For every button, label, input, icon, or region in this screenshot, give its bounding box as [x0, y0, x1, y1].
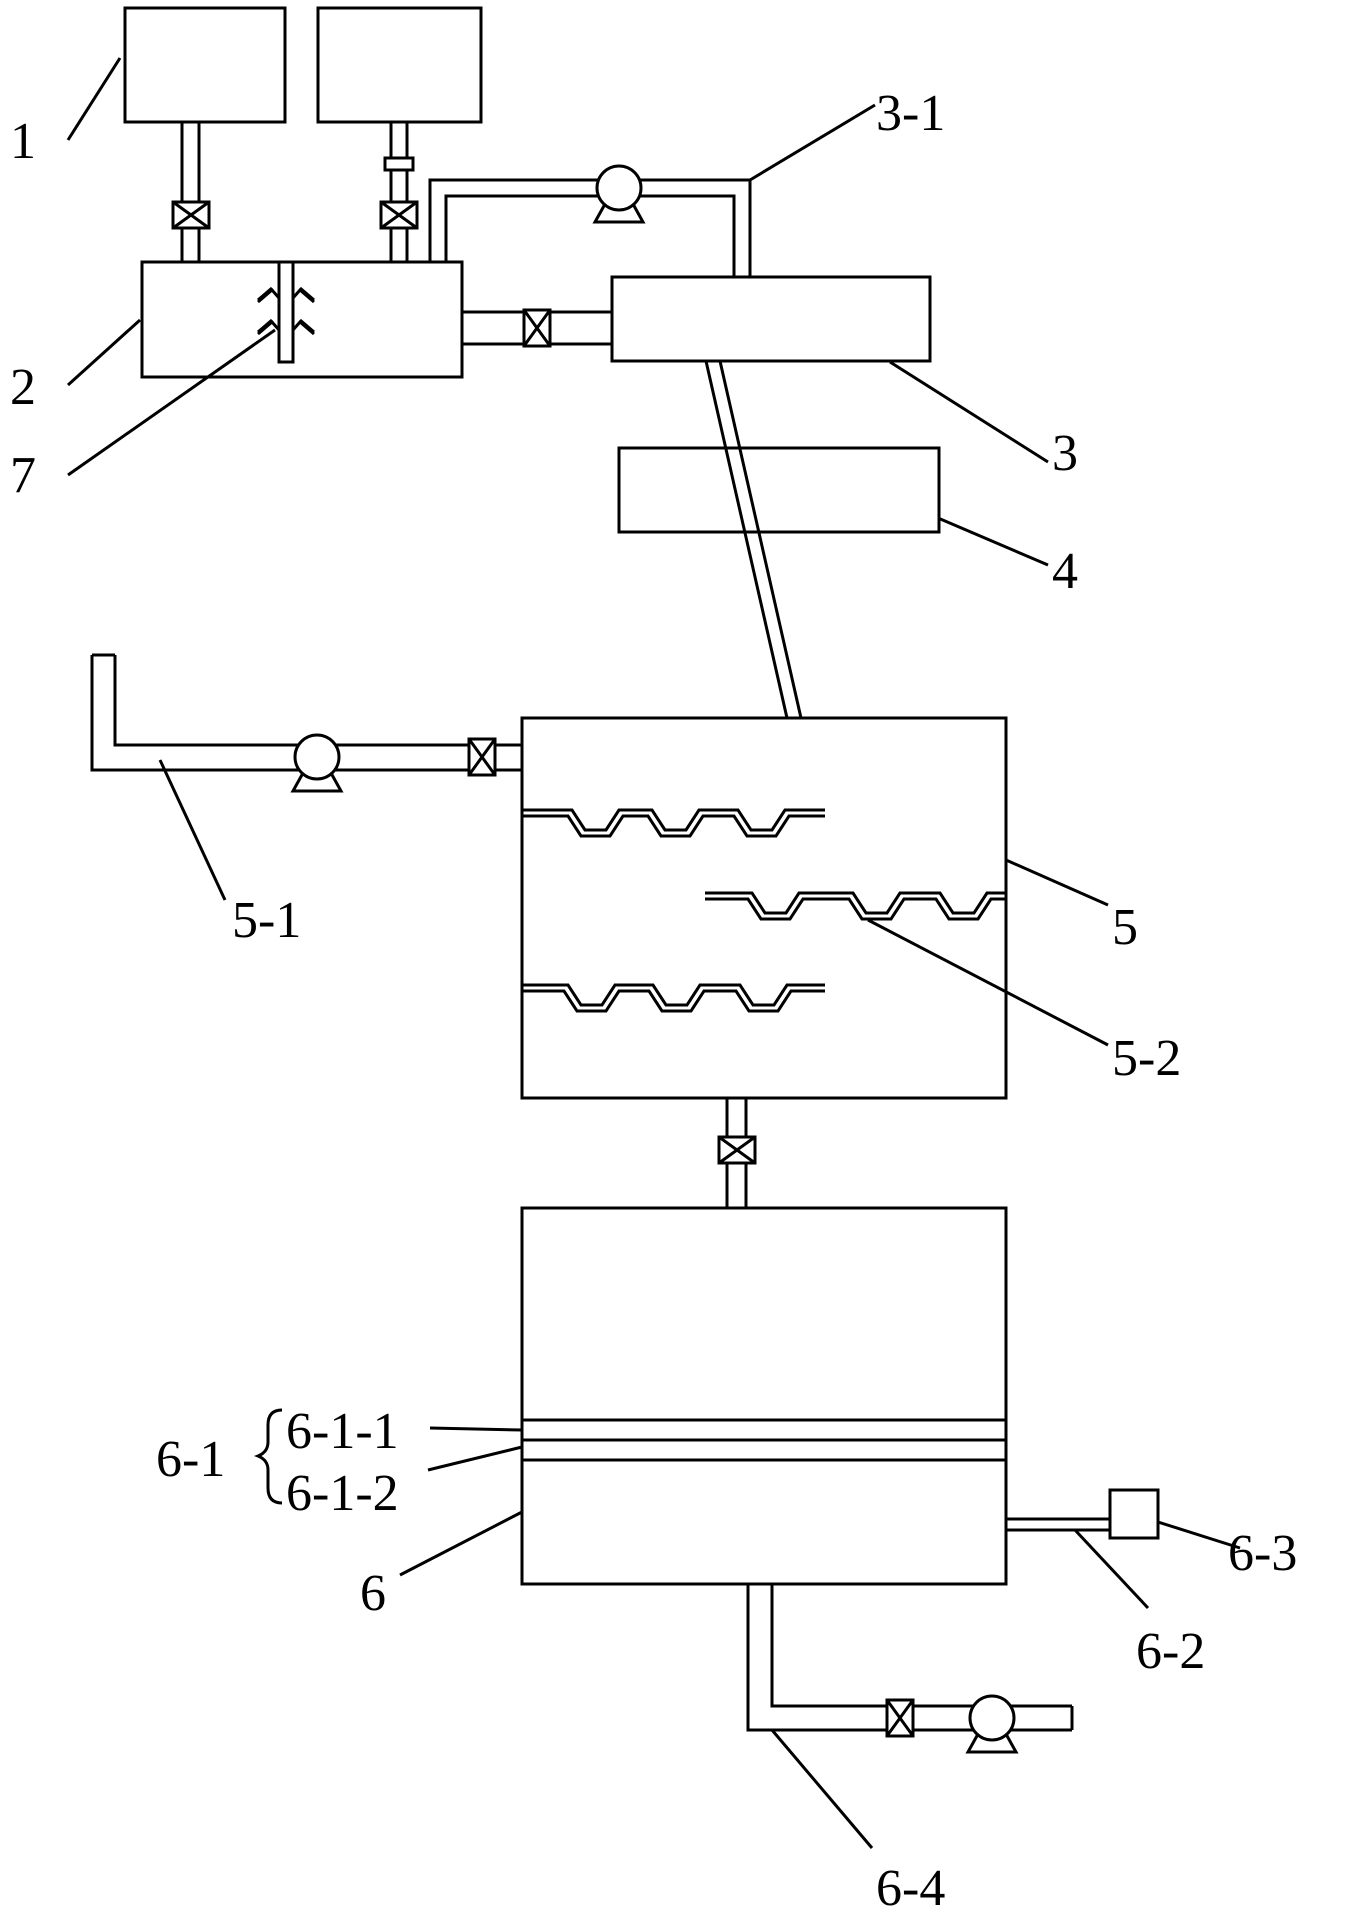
baffle-icon: [522, 983, 825, 1013]
unit-3: [610, 275, 932, 363]
valve-icon: [522, 308, 552, 348]
label-5-2: 5-2: [1112, 1030, 1181, 1087]
baffle-icon: [522, 808, 825, 838]
label-4: 4: [1052, 543, 1078, 600]
unit-4: [617, 446, 941, 534]
pipe-3-to-5: [704, 360, 803, 719]
brace-6-1: [253, 1408, 283, 1505]
mixing-tank-2: [140, 260, 464, 379]
valve-icon: [717, 1135, 757, 1165]
label-1: 1: [10, 113, 36, 170]
label-6-1-2: 6-1-2: [286, 1465, 399, 1522]
label-5: 5: [1112, 899, 1138, 956]
tank-5: [520, 716, 1008, 1100]
label-3-1: 3-1: [876, 85, 945, 142]
label-6-4: 6-4: [876, 1860, 945, 1917]
label-5-1: 5-1: [232, 892, 301, 949]
valve-icon: [379, 200, 419, 230]
label-7: 7: [10, 447, 36, 504]
label-6-1-1: 6-1-1: [286, 1403, 399, 1460]
pump-icon: [966, 1694, 1018, 1754]
label-6-1: 6-1: [156, 1431, 225, 1488]
label-6: 6: [360, 1565, 386, 1622]
pipe-3-1-recycle: [428, 178, 752, 277]
tank-1: [123, 6, 287, 124]
pipe-tank1-to-mixer: [180, 122, 201, 262]
valve-icon: [885, 1698, 915, 1738]
baffle-icon: [705, 891, 1006, 921]
label-2: 2: [10, 359, 36, 416]
label-6-3: 6-3: [1228, 1525, 1297, 1582]
pipe-tank2-to-mixer: [383, 122, 415, 262]
leader-lines: [66, 57, 1241, 1849]
pump-icon: [291, 733, 343, 793]
label-6-2: 6-2: [1136, 1623, 1205, 1680]
inlet-pipe-5-1: [90, 653, 522, 772]
valve-icon: [467, 737, 497, 777]
device-6-3: [1108, 1488, 1160, 1540]
label-3: 3: [1052, 425, 1078, 482]
outlet-pipe-6-2: [1006, 1517, 1110, 1532]
tank-2: [316, 6, 483, 124]
valve-icon: [171, 200, 211, 230]
pump-icon: [593, 164, 645, 224]
tank-6: [520, 1206, 1008, 1586]
stirrer-icon: [257, 260, 315, 364]
filter-layers-6-1: [522, 1418, 1006, 1462]
